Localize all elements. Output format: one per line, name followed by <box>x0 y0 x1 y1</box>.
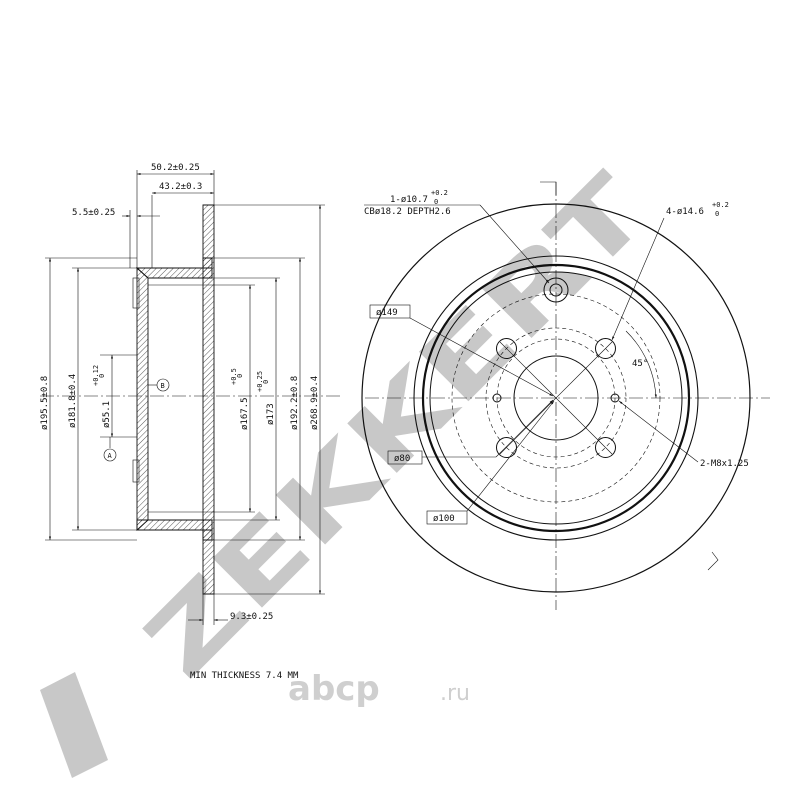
disc-outer-edge <box>361 203 751 593</box>
section-mark-bottom <box>707 551 719 571</box>
angle-label: 45° <box>632 359 648 369</box>
center-bore <box>513 355 599 441</box>
pcd-149-circle <box>451 293 661 503</box>
pcd-80-label: ø80 <box>394 454 410 464</box>
pcd-80-leader <box>495 399 554 458</box>
thread-hole <box>610 393 620 403</box>
hat-outer-edge <box>421 263 691 533</box>
counterbore-hole <box>543 277 569 303</box>
pcd-100-circle <box>485 327 627 469</box>
dim-hub-inner-tol2: 0 <box>236 374 244 378</box>
hole-callout-tol2: 0 <box>434 198 438 206</box>
hat-wall-bottom <box>136 519 213 531</box>
stud-feature-top <box>132 277 140 309</box>
bolt-hole <box>496 437 517 458</box>
watermark-chevron-icon <box>40 672 108 778</box>
threads-callout: 2-M8x1.25 <box>700 459 749 469</box>
pcd-149-label: ø149 <box>376 308 398 318</box>
dim-hub-inner-d: ø167.5 <box>240 397 250 430</box>
datum-a-bubble <box>103 448 117 462</box>
dim-thickness: 9.3±0.25 <box>230 612 273 622</box>
min-thickness-note: MIN THICKNESS 7.4 MM <box>190 671 299 681</box>
pcd-100-label: ø100 <box>433 514 455 524</box>
dim-d173-tol2: 0 <box>262 380 270 384</box>
front-view: 45° 1-ø10.7 +0.2 0 CBø18.2 DEPTH2.6 4-ø1… <box>361 181 770 610</box>
dim-outer-d: ø268.9±0.4 <box>310 376 320 430</box>
neck-bottom <box>202 529 213 541</box>
section-mark-top <box>540 181 557 195</box>
hat-wall-top <box>135 267 213 279</box>
bolt-hole <box>595 437 616 458</box>
stud-feature-bottom <box>132 459 140 483</box>
dim-d173: ø173 <box>266 403 276 425</box>
thread-hole <box>492 393 502 403</box>
datum-a-label: A <box>108 452 113 460</box>
dim-center-bore-tol2: 0 <box>98 374 106 378</box>
datum-b-label: B <box>161 382 165 390</box>
friction-inner-edge <box>413 255 699 541</box>
locating-hole <box>549 283 563 297</box>
diag-center-line <box>499 341 613 455</box>
hole-callout-leader <box>479 204 550 284</box>
pcd-80-box <box>387 450 423 465</box>
bolt-holes-leader <box>611 217 665 341</box>
abcp-logo-text: abcp <box>288 669 380 709</box>
pcd-80-circle <box>496 338 616 458</box>
pcd-149-box <box>369 304 411 319</box>
pcd-149-leader <box>409 317 554 397</box>
pcd-100-box <box>426 510 468 525</box>
bolt-hole <box>496 338 517 359</box>
side-section-view: 50.2±0.25 43.2±0.3 5.5±0.25 9.3±0.25 ø19… <box>40 163 340 625</box>
hole-callout-line2: CBø18.2 DEPTH2.6 <box>364 207 451 217</box>
bolt-hole <box>595 338 616 359</box>
hat-inner-edge <box>429 271 683 525</box>
dim-d173-tol: +0.25 <box>256 371 264 392</box>
angle-arc <box>625 330 657 399</box>
bolt-holes-tol: +0.2 <box>712 201 729 209</box>
hole-callout-tol: +0.2 <box>431 189 448 197</box>
dim-hub-inner-tol: +0.5 <box>230 368 238 385</box>
threads-leader <box>618 400 699 463</box>
abcp-logo-tld: .ru <box>440 681 470 706</box>
dim-friction-d: ø192.2±0.8 <box>290 376 300 430</box>
dim-offset: 5.5±0.25 <box>72 208 115 218</box>
dim-center-bore: ø55.1 <box>102 401 112 428</box>
datum-b-bubble <box>156 378 170 392</box>
hole-callout-line1: 1-ø10.7 <box>390 195 428 205</box>
bolt-holes-callout: 4-ø14.6 <box>666 207 704 217</box>
pcd-100-leader <box>466 400 555 512</box>
dim-hat-depth: 43.2±0.3 <box>159 182 202 192</box>
dim-hat-outer-d: ø195.5±0.8 <box>40 376 50 430</box>
bolt-holes-tol2: 0 <box>715 210 719 218</box>
dim-overall-height: 50.2±0.25 <box>151 163 200 173</box>
neck-top <box>202 257 213 269</box>
dim-center-bore-tol: +0.12 <box>92 365 100 386</box>
abcp-logo: abcp .ru <box>288 669 470 709</box>
dim-hat-inner-d: ø181.8±0.4 <box>68 374 78 428</box>
hat-flange-section <box>136 266 149 532</box>
